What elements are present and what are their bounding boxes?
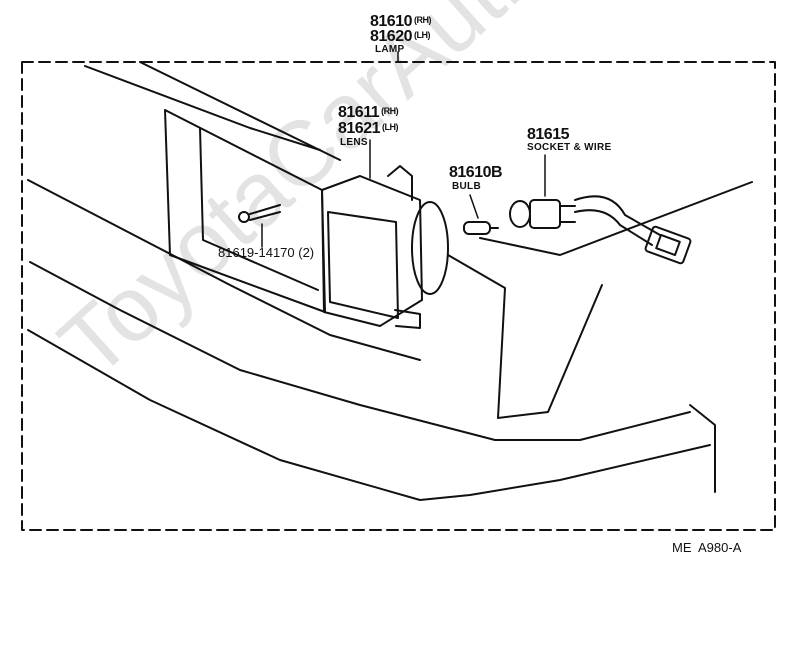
lens-side-rh: (RH): [381, 106, 399, 116]
lamp-side-rh: (RH): [414, 15, 432, 25]
lamp-part-rh: 81610(RH): [370, 13, 432, 30]
figure-code: ME A980-A: [672, 540, 742, 555]
lens-part-rh-number: 81611: [338, 104, 380, 121]
lamp-bracket: [387, 165, 413, 201]
lamp-part-rh-number: 81610: [370, 13, 413, 30]
lamp-part-lh: 81620(LH): [370, 28, 431, 45]
bumper-line: [27, 329, 711, 501]
wire-channel: [479, 181, 753, 256]
lamp-housing: [321, 175, 423, 327]
bumper-corner: [689, 404, 716, 493]
lens-caption: LENS: [340, 137, 368, 148]
lens-side-lh: (LH): [382, 122, 399, 132]
bulb-caption: BULB: [452, 181, 481, 192]
socket-caption: SOCKET & WIRE: [527, 142, 612, 153]
screw: [238, 204, 281, 223]
lens-part-rh: 81611(RH): [338, 104, 399, 121]
hood-edge-line: [84, 65, 321, 151]
lamp-reflector: [411, 201, 449, 295]
socket-part: 81615: [527, 126, 570, 143]
body-lower-line: [29, 261, 691, 441]
screw-label: 81619-14170 (2): [218, 245, 315, 260]
lamp-caption: LAMP: [375, 44, 405, 55]
lens-part-lh-number: 81621: [338, 120, 381, 137]
lamp-part-lh-number: 81620: [370, 28, 413, 45]
lamp-side-lh: (LH): [414, 30, 431, 40]
bulb-part: 81610B: [449, 164, 503, 181]
bulb: [463, 221, 499, 235]
socket-assembly: [509, 195, 692, 265]
upper-body-line: [139, 61, 341, 161]
lens-part-lh: 81621(LH): [338, 120, 399, 137]
side-panel: [447, 254, 603, 419]
lamp-lens-face: [327, 211, 399, 319]
lamp-tab: [394, 309, 421, 329]
body-crease-line: [27, 179, 421, 361]
headlamp-inner: [199, 127, 319, 291]
